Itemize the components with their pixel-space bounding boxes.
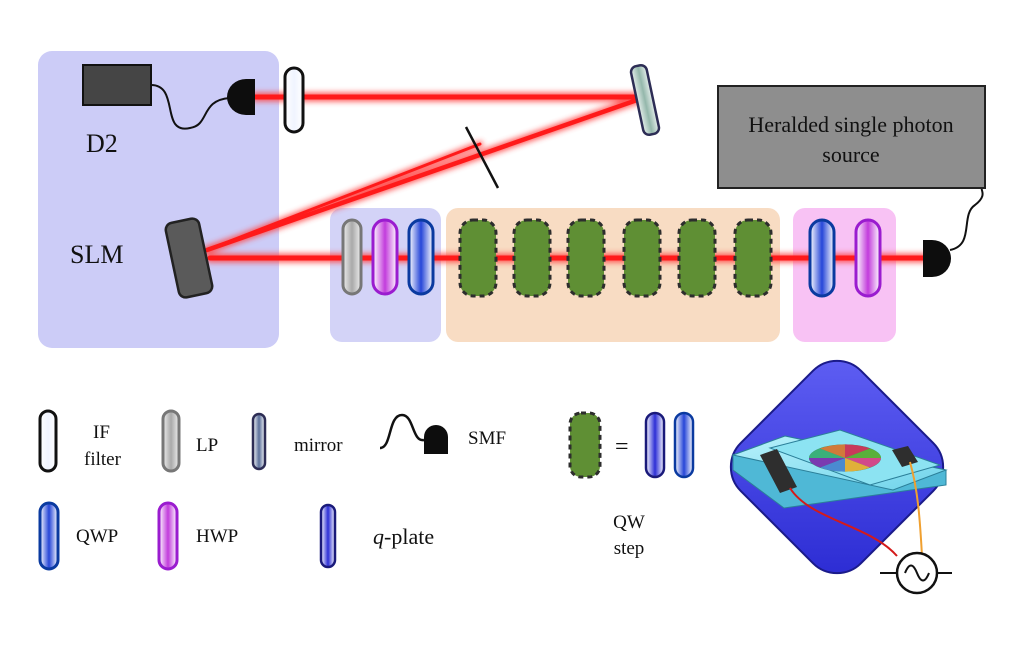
legend-equals-sign: =	[615, 434, 629, 460]
device-wire-red	[789, 487, 898, 557]
legend-qw-step-label-2: step	[614, 538, 645, 559]
hwp-projection	[371, 218, 399, 296]
legend-if-filter-icon	[38, 409, 58, 473]
legend-qplate-label: q-plate	[373, 524, 434, 549]
device-wire-orange	[909, 461, 923, 557]
fiber-cable-source	[949, 187, 984, 251]
qw-step-1	[458, 218, 498, 298]
legend-mirror-label: mirror	[294, 435, 343, 456]
qw-step-6	[733, 218, 773, 298]
slm-device	[164, 217, 214, 299]
legend-qw-step-qwp	[673, 411, 695, 479]
if-filter-top	[283, 66, 305, 134]
ac-sine-icon	[904, 564, 930, 582]
linear-polarizer	[341, 218, 363, 296]
legend-lp-icon	[161, 409, 181, 473]
qwp-preparation	[808, 218, 836, 298]
legend-if-filter-label-1: IF	[93, 422, 110, 443]
legend-hwp-icon	[157, 501, 179, 571]
legend-qw-step-qplate	[644, 411, 666, 479]
device-electrode-left	[760, 449, 797, 493]
d2-label: D2	[86, 129, 118, 158]
diagonal-beam-secondary	[205, 142, 482, 252]
legend-lp-label: LP	[196, 435, 218, 456]
legend-qplate-icon	[319, 503, 337, 569]
legend-smf-coupler	[424, 425, 448, 454]
detector-d2	[82, 64, 152, 106]
legend-qwp-icon	[38, 501, 60, 571]
device-electrode-right	[892, 446, 918, 467]
qw-step-5	[677, 218, 717, 298]
qw-steps	[458, 218, 773, 298]
heralded-source-box	[717, 85, 986, 189]
legend-qw-step-icon	[568, 411, 602, 479]
slm-label: SLM	[70, 240, 123, 269]
qplate-pattern-icon	[809, 444, 881, 472]
legend-smf-cable	[379, 413, 425, 450]
source-label-line2: source	[822, 142, 879, 167]
beam-block	[464, 126, 500, 189]
legend-qw-step-label-1: QW	[613, 512, 645, 533]
legend-qwp-label: QWP	[76, 526, 118, 547]
qwp-projection	[407, 218, 435, 296]
legend: IF filter LP mirror SMF = QW step QWP HW…	[38, 409, 695, 571]
fiber-coupler-d2	[227, 79, 255, 115]
qplate-device-illustration	[729, 359, 952, 595]
mirror-top-right	[629, 63, 661, 137]
qw-step-4	[622, 218, 662, 298]
legend-mirror-icon	[251, 412, 267, 471]
legend-hwp-label: HWP	[196, 526, 238, 547]
legend-if-filter-label-2: filter	[84, 449, 122, 470]
diagonal-beam	[204, 96, 643, 253]
fiber-cable-d2	[150, 84, 231, 130]
qw-step-2	[512, 218, 552, 298]
legend-smf-label: SMF	[468, 428, 506, 449]
detection-panel	[38, 51, 279, 348]
source-label-line1: Heralded single photon	[748, 112, 953, 137]
fiber-coupler-source	[923, 240, 951, 277]
qw-step-3	[566, 218, 606, 298]
hwp-preparation	[854, 218, 882, 298]
